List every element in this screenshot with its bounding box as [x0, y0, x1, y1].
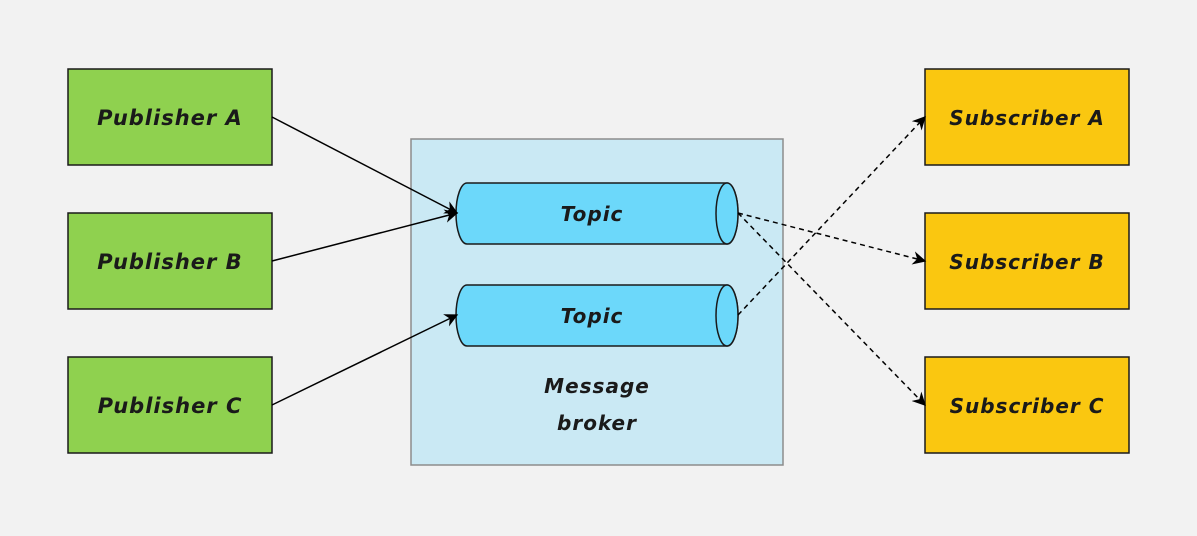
subscriber-c-label: Subscriber C — [950, 394, 1105, 418]
publisher-b-label: Publisher B — [97, 250, 242, 274]
publisher-a-box: Publisher A — [67, 68, 273, 166]
publisher-c-box: Publisher C — [67, 356, 273, 454]
broker-label-line1: Message — [544, 374, 650, 398]
subscriber-b-box: Subscriber B — [924, 212, 1130, 310]
publisher-c-label: Publisher C — [98, 394, 243, 418]
topic-cylinder-1: Topic — [455, 182, 739, 245]
subscriber-a-label: Subscriber A — [949, 106, 1105, 130]
arrow-publisher-b-to-topic-1 — [271, 209, 459, 262]
subscriber-c-box: Subscriber C — [924, 356, 1130, 454]
arrow-publisher-a-to-topic-1 — [271, 116, 459, 214]
topic-label-2: Topic — [561, 304, 624, 328]
broker-label-line2: broker — [557, 411, 637, 435]
publisher-b-box: Publisher B — [67, 212, 273, 310]
topic-cylinder-2: Topic — [455, 284, 739, 347]
publisher-a-label: Publisher A — [97, 106, 243, 130]
subscriber-b-label: Subscriber B — [949, 250, 1104, 274]
arrow-publisher-c-to-topic-2 — [271, 314, 459, 406]
arrow-topic-2-to-subscriber-a — [737, 116, 926, 316]
topic-label-1: Topic — [561, 202, 624, 226]
subscriber-a-box: Subscriber A — [924, 68, 1130, 166]
